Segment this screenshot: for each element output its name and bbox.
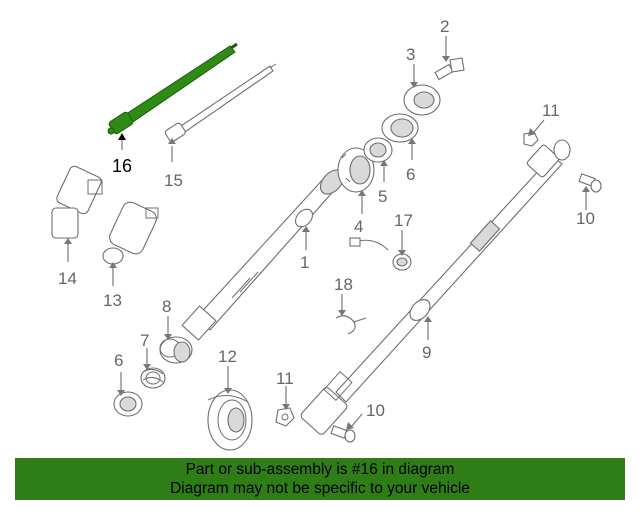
part-12-boot-seal[interactable]: [207, 389, 253, 451]
part-4-bearing-cage[interactable]: [337, 147, 375, 193]
leader-11b: [533, 119, 545, 133]
callout-13[interactable]: 13: [103, 291, 122, 310]
callout-3[interactable]: 3: [406, 45, 415, 64]
banner-line-2: Diagram may not be specific to your vehi…: [170, 480, 470, 497]
callout-17[interactable]: 17: [394, 211, 413, 230]
part-13-switch[interactable]: [102, 200, 159, 265]
part-6-bearing-upper[interactable]: [381, 113, 419, 143]
part-8-boot[interactable]: [159, 336, 193, 364]
callout-11b[interactable]: 11: [542, 101, 560, 120]
leader-10a: [351, 413, 363, 427]
part-2-bolt[interactable]: [434, 57, 465, 81]
callout-16[interactable]: 16: [112, 156, 132, 176]
part-17-connector[interactable]: [349, 237, 412, 271]
callout-9[interactable]: 9: [422, 343, 431, 362]
callout-4[interactable]: 4: [354, 217, 363, 236]
part-10-bolt-upper[interactable]: [578, 173, 602, 193]
part-10-bolt-lower[interactable]: [330, 425, 356, 443]
callout-15[interactable]: 15: [164, 171, 183, 190]
callout-2[interactable]: 2: [440, 17, 449, 36]
callout-8[interactable]: 8: [162, 297, 171, 316]
notice-banner: Part or sub-assembly is #16 in diagram D…: [15, 458, 625, 500]
part-5-ring[interactable]: [363, 137, 393, 163]
arrow-16: [118, 133, 126, 140]
callout-5[interactable]: 5: [378, 187, 387, 206]
leader-arrowheads: [64, 56, 590, 430]
part-3-bearing[interactable]: [403, 84, 441, 116]
part-15-shaft[interactable]: [164, 63, 277, 143]
part-1-main-shaft[interactable]: [181, 166, 348, 341]
callout-6b[interactable]: 6: [406, 165, 415, 184]
part-6-bearing-lower[interactable]: [113, 391, 143, 417]
banner-line-1: Part or sub-assembly is #16 in diagram: [185, 461, 455, 478]
callout-14[interactable]: 14: [58, 269, 77, 288]
callout-7[interactable]: 7: [140, 331, 149, 350]
part-7-spring[interactable]: [140, 367, 166, 389]
part-9-lower-shaft[interactable]: [299, 139, 571, 436]
part-18-clip[interactable]: [335, 315, 367, 335]
callout-10b[interactable]: 10: [576, 209, 595, 228]
part-16-intermediate-shaft[interactable]: [107, 42, 238, 135]
callout-1[interactable]: 1: [300, 253, 309, 272]
callout-10a[interactable]: 10: [366, 401, 385, 420]
part-14-switch[interactable]: [51, 165, 103, 239]
callout-6a[interactable]: 6: [114, 351, 123, 370]
callout-12[interactable]: 12: [218, 347, 237, 366]
part-11-nut-lower[interactable]: [275, 407, 295, 427]
callout-18[interactable]: 18: [334, 275, 353, 294]
callout-11a[interactable]: 11: [276, 369, 294, 388]
